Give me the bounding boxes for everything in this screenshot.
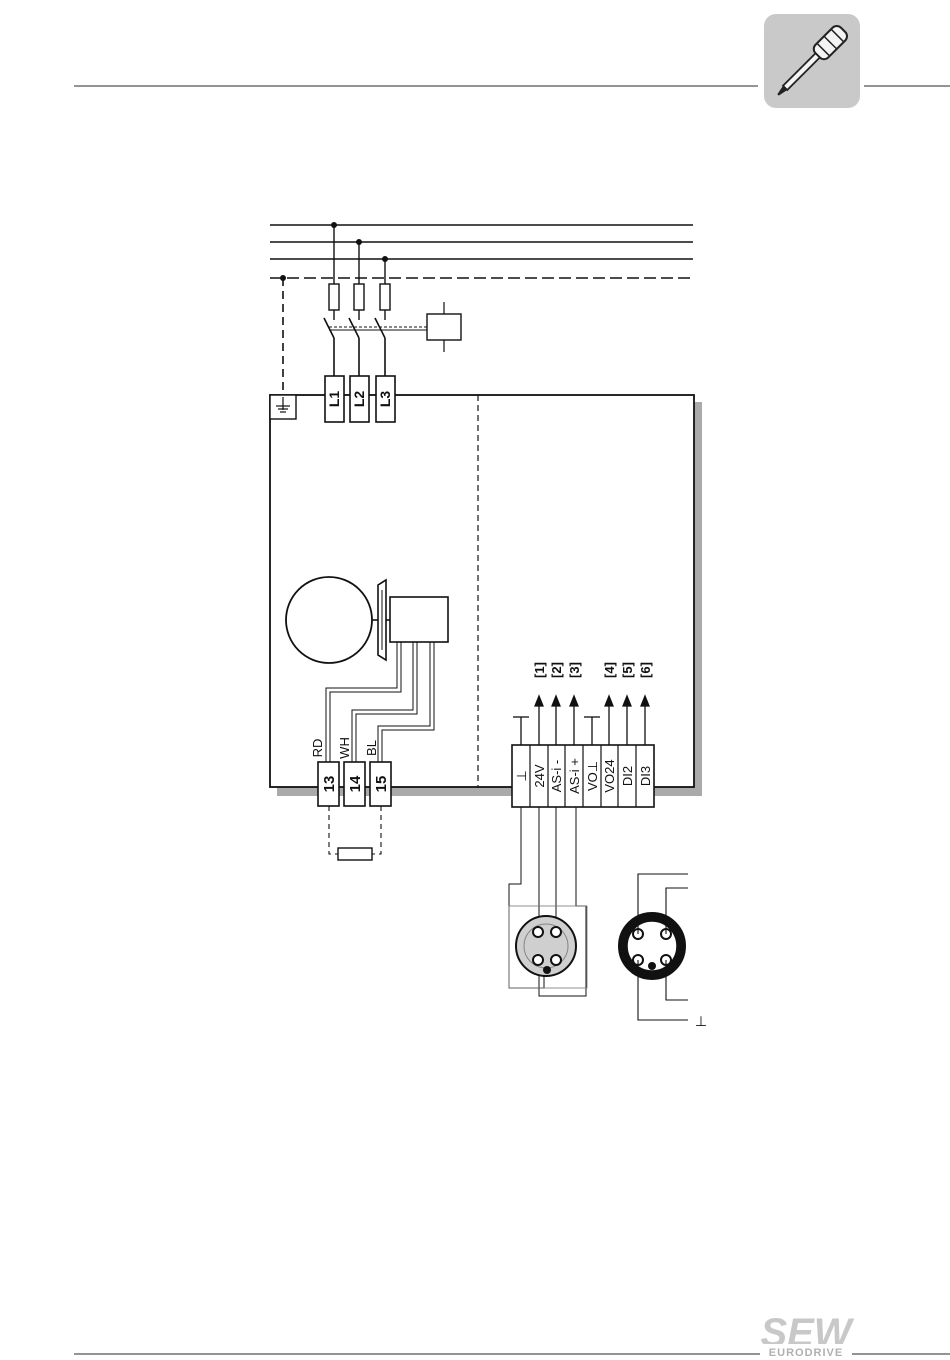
screwdriver-icon xyxy=(764,14,860,108)
io-terminal-label: ⊥ xyxy=(514,770,529,781)
brake-terminal-label: 13 xyxy=(321,776,338,793)
supply-terminal-label: L2 xyxy=(351,391,367,408)
io-terminal-label: DI3 xyxy=(638,766,653,786)
wire-color-label: RD xyxy=(310,739,325,758)
reference-label: [3] xyxy=(567,662,582,678)
brake-terminal-13: 13 xyxy=(318,762,339,806)
supply-terminal-label: L3 xyxy=(377,391,393,408)
reference-label: [5] xyxy=(620,662,635,678)
aux-connector-icon xyxy=(619,913,685,979)
io-terminal-label: VO⊥ xyxy=(585,761,600,791)
io-terminal-label: AS-i - xyxy=(549,760,564,793)
brake-rectifier-box xyxy=(386,597,448,642)
supply-terminal-L3: L3 xyxy=(376,376,395,422)
wire-color-label: WH xyxy=(337,737,352,759)
brake-terminal-14: 14 xyxy=(344,762,365,806)
io-terminal-label: VO24 xyxy=(602,759,617,792)
asi-connector-icon xyxy=(509,906,587,988)
pe-terminal xyxy=(270,395,296,419)
io-terminal-label: AS-i + xyxy=(567,758,582,794)
io-terminal-label: DI2 xyxy=(620,766,635,786)
supply-terminal-L2: L2 xyxy=(350,376,369,422)
brake-terminal-label: 14 xyxy=(347,775,364,792)
reference-label: [2] xyxy=(549,662,564,678)
wire-color-label: BL xyxy=(364,740,379,756)
reference-label: [6] xyxy=(638,662,653,678)
braking-resistor xyxy=(329,806,381,860)
reference-label: [4] xyxy=(602,662,617,678)
brake-terminal-label: 15 xyxy=(373,776,390,793)
brake-terminal-15: 15 xyxy=(370,762,391,806)
ground-symbol-label: ⊥ xyxy=(695,1013,707,1029)
io-terminal-label: 24V xyxy=(532,764,547,787)
supply-terminal-label: L1 xyxy=(326,391,342,408)
supply-terminal-L1: L1 xyxy=(325,376,344,422)
logo-sub-text: EURODRIVE xyxy=(769,1347,843,1359)
reference-label: [1] xyxy=(532,662,547,678)
sew-eurodrive-logo: SEW EURODRIVE xyxy=(760,1311,855,1359)
contactor-switches xyxy=(324,302,461,376)
